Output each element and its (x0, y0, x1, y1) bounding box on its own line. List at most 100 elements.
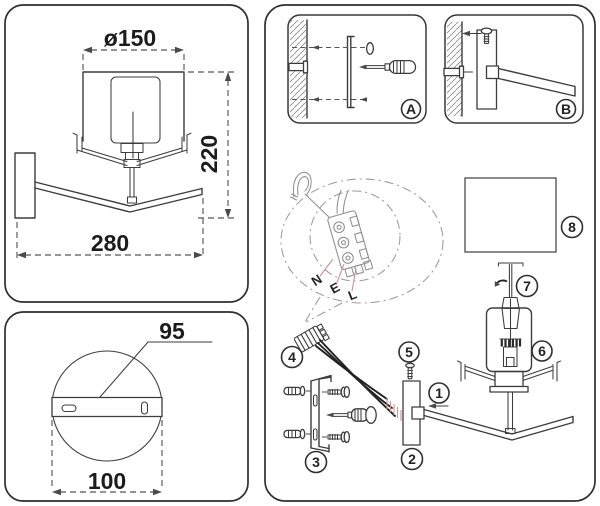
dim-height: 220 (188, 71, 234, 219)
step-8-group: 8 (464, 177, 584, 253)
height-label: 220 (196, 135, 222, 173)
step-1-badge: 1 (428, 382, 450, 404)
socket-thread-icon (499, 338, 522, 347)
step-2-badge-label: 2 (408, 451, 416, 467)
hook-pointer-line (304, 193, 334, 222)
holder-right (136, 132, 192, 167)
step-5-badge-circle (398, 341, 420, 363)
socket-opening (505, 356, 515, 368)
mount-bracket-part (310, 374, 332, 453)
step-3-group: 3 (283, 374, 377, 474)
screwdriver-icon (326, 406, 377, 424)
bracket-slot-left (61, 404, 77, 413)
dim-base-lines (51, 420, 163, 493)
holder-hub-part (494, 370, 524, 388)
step-2-group: 2 (400, 380, 424, 471)
callout-tail (304, 296, 343, 323)
holder-wing-left (456, 360, 496, 382)
rotate-arrow-icon (494, 279, 508, 287)
step-4-badge-circle (280, 345, 304, 369)
screw-b-icon (480, 27, 493, 45)
step-1-badge-circle (428, 382, 450, 404)
wire-leader-lines (319, 258, 357, 292)
step-2-badge: 2 (400, 447, 424, 471)
step-6-group: 6 (485, 296, 553, 373)
base-label: 100 (88, 468, 126, 494)
terminal-block-detail (327, 189, 374, 278)
bracket-side-view (346, 35, 355, 109)
width-label: 280 (91, 230, 129, 256)
wall-plate (14, 152, 36, 219)
inset-b-badge-label: B (561, 101, 571, 117)
step-8-badge-label: 8 (568, 219, 576, 235)
inset-b-badge: B (555, 98, 577, 120)
step-5-group: 5 (398, 341, 420, 380)
bracket-hole-bottom (312, 428, 318, 441)
holder-wing-right (522, 360, 562, 382)
side-view-panel-border (4, 4, 249, 303)
holder-base-plate (489, 385, 529, 393)
step-3-badge: 3 (304, 450, 328, 474)
step-4-badge-label: 4 (288, 349, 296, 365)
step-1-badge-label: 1 (435, 385, 443, 401)
arm (34, 181, 203, 213)
wire-3 (319, 339, 396, 417)
bracket-label: 95 (159, 318, 185, 344)
stem-holder-group (456, 360, 562, 435)
step-8-badge-circle (560, 215, 584, 239)
stem-part (507, 391, 514, 431)
screw-bottom-icon (322, 430, 351, 444)
step-6-badge-label: 6 (538, 343, 546, 359)
wall-anchor-a-collar (302, 60, 309, 74)
dim-width: 280 (16, 198, 204, 259)
inset-a-badge-circle (400, 98, 422, 120)
arm-b (497, 67, 576, 97)
step-8-badge: 8 (560, 215, 584, 239)
step-7-badge-circle (515, 274, 539, 298)
dim-diameter: ø150 (82, 25, 185, 70)
shade-outline (82, 71, 185, 142)
screwdriver-a-icon (359, 59, 417, 75)
terminal-block-icon (293, 323, 330, 353)
step-6-badge: 6 (531, 340, 553, 362)
step-5-badge: 5 (398, 341, 420, 363)
inset-b: B (443, 14, 584, 124)
lamp-side-drawing (14, 71, 203, 219)
insert-arrow (428, 403, 436, 409)
rod-top-bar (497, 262, 524, 267)
step-6-badge-circle (531, 340, 553, 362)
wall-anchor-bottom-icon (283, 428, 312, 440)
dim-base: 100 (51, 420, 163, 496)
inset-a-badge-label: A (406, 101, 416, 117)
push-arrow-b (462, 30, 470, 37)
callout-bubble (280, 178, 444, 304)
wall-anchor-top-icon (283, 385, 312, 397)
screw-head-a-icon (365, 42, 375, 55)
screw-top-icon (322, 385, 351, 399)
step-7-badge: 7 (515, 274, 539, 298)
inset-a-border (287, 14, 427, 124)
stem (129, 166, 135, 198)
rod-part (508, 263, 513, 299)
step-4-badge: 4 (280, 345, 304, 369)
step-2-badge-circle (400, 447, 424, 471)
mount-bracket-bar (51, 396, 163, 418)
step-5-badge-label: 5 (405, 344, 413, 360)
holder-hub (123, 158, 141, 169)
wire-ferrules (386, 398, 402, 421)
plate-screw-icon (405, 362, 415, 380)
side-view-panel: ø150 220 280 (4, 4, 249, 303)
assembly-panel: A B (264, 4, 596, 502)
diameter-label: ø150 (104, 25, 156, 51)
wall-anchor-b-collar (458, 65, 465, 79)
stem-foot-part (504, 427, 516, 435)
dim-diameter-lines (82, 49, 185, 70)
dim-width-lines (16, 198, 204, 258)
bracket-slot-right (140, 401, 149, 415)
arm-joint-part (411, 406, 425, 420)
callout-inner-circle (309, 190, 401, 282)
bracket-hole-top (312, 394, 318, 407)
step-7-group: 7 (494, 262, 539, 299)
